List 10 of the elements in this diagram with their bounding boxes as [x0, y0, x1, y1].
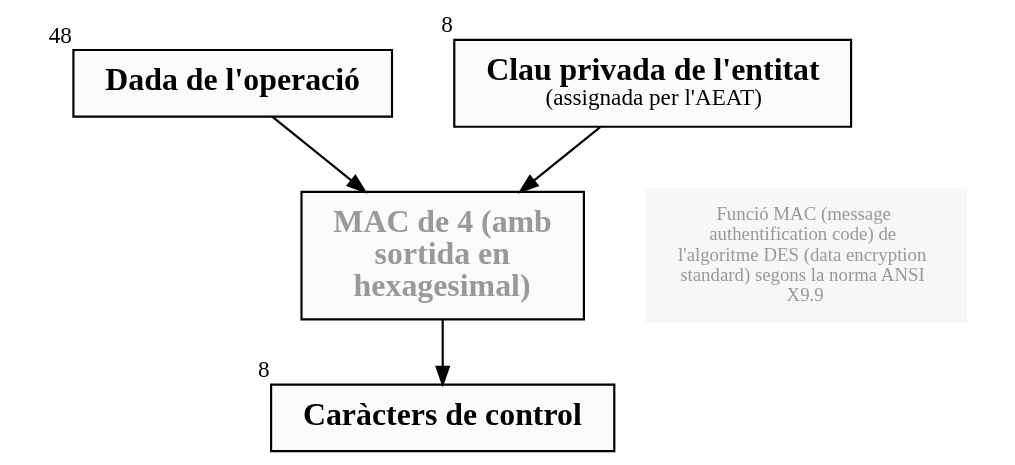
node-label: 8 [258, 356, 270, 383]
node-box: Dada de l'operació [72, 48, 394, 118]
arrow [435, 319, 451, 388]
node-label: 8 [441, 11, 453, 38]
node-box: MAC de 4 (amb sortida en hexagesimal) [300, 190, 585, 321]
arrow [271, 115, 368, 194]
arrow [517, 126, 601, 194]
node-box: Clau privada de l'entitat (assignada per l'AEAT) [453, 38, 853, 128]
node-label: 48 [48, 21, 72, 48]
node-box: Caràcters de control [270, 383, 616, 453]
